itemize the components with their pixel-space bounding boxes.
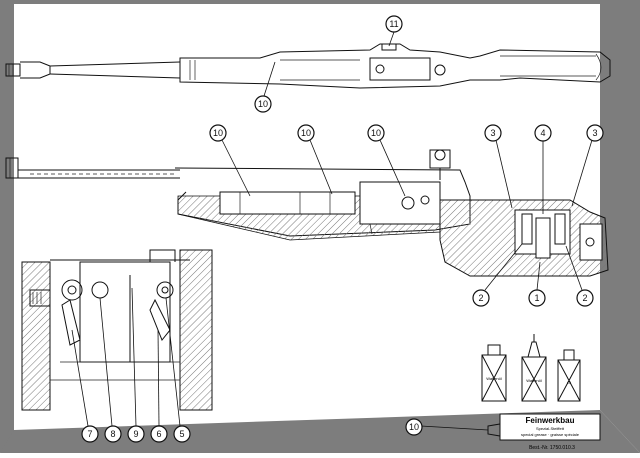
callout-label: 1 [534,293,539,303]
oil-bottle-2: Waffenöl [521,334,547,402]
bottle-label: Öl [567,380,571,385]
bottle-label: Waffenöl [526,378,542,383]
callout-label: 7 [87,429,92,439]
callout-mid-10a: 10 [209,124,251,197]
callout-label: 9 [133,429,138,439]
callout-label: 10 [301,128,311,138]
callout-right-3a: 3 [484,124,513,209]
callout-label: 10 [213,128,223,138]
tube-line-1: Spezial-Steiffett [536,426,565,431]
callout-label: 8 [110,429,115,439]
callout-mid-10c: 10 [367,124,406,197]
callout-right-2b: 2 [565,245,594,307]
rifle-top-view [5,43,611,89]
callout-label: 10 [409,422,419,432]
callout-right-1: 1 [528,261,546,307]
callout-top-10: 10 [254,61,276,113]
callout-top-11: 11 [385,15,403,47]
callout-label: 4 [540,128,545,138]
frame-right-bar [600,0,640,453]
callout-bot-7: 7 [71,329,99,443]
callout-right-3b: 3 [571,124,604,207]
callout-label: 10 [371,128,381,138]
callout-right-2a: 2 [472,243,523,307]
callout-label: 6 [156,429,161,439]
callout-bot-8: 8 [99,297,122,443]
callout-right-4: 4 [534,124,552,214]
callout-label: 3 [490,128,495,138]
tube-order-no: Best.-Nr. 1750.010.3 [529,445,575,451]
grease-tube: Feinwerkbau Spezial-Steiffett special gr… [420,413,601,451]
frame-left-bar [0,0,14,453]
trigger-detail [21,249,213,411]
tube-line-2: special grease · graisse spéciale [521,432,580,437]
callout-label: 5 [179,429,184,439]
rifle-side-section [5,149,471,241]
callout-label: 10 [258,99,268,109]
callout-bot-5: 5 [165,297,191,443]
callout-label: 3 [592,128,597,138]
callout-mid-10b: 10 [297,124,333,195]
oil-bottle-1: Waffenöl [481,344,507,402]
stock-section-detail [439,199,609,277]
callout-label: 2 [582,293,587,303]
bottle-label: Waffenöl [486,376,502,381]
callout-label: 2 [478,293,483,303]
tube-brand: Feinwerkbau [526,416,575,425]
callout-label: 11 [389,19,398,29]
callout-tube-10: 10 [405,418,423,436]
oil-bottle-3: Öl [557,349,581,402]
callout-bot-6: 6 [150,329,168,443]
oil-bottles: Waffenöl Waffenöl Öl [481,334,581,402]
callout-bot-9: 9 [127,287,145,443]
frame-top-bar [0,0,640,4]
